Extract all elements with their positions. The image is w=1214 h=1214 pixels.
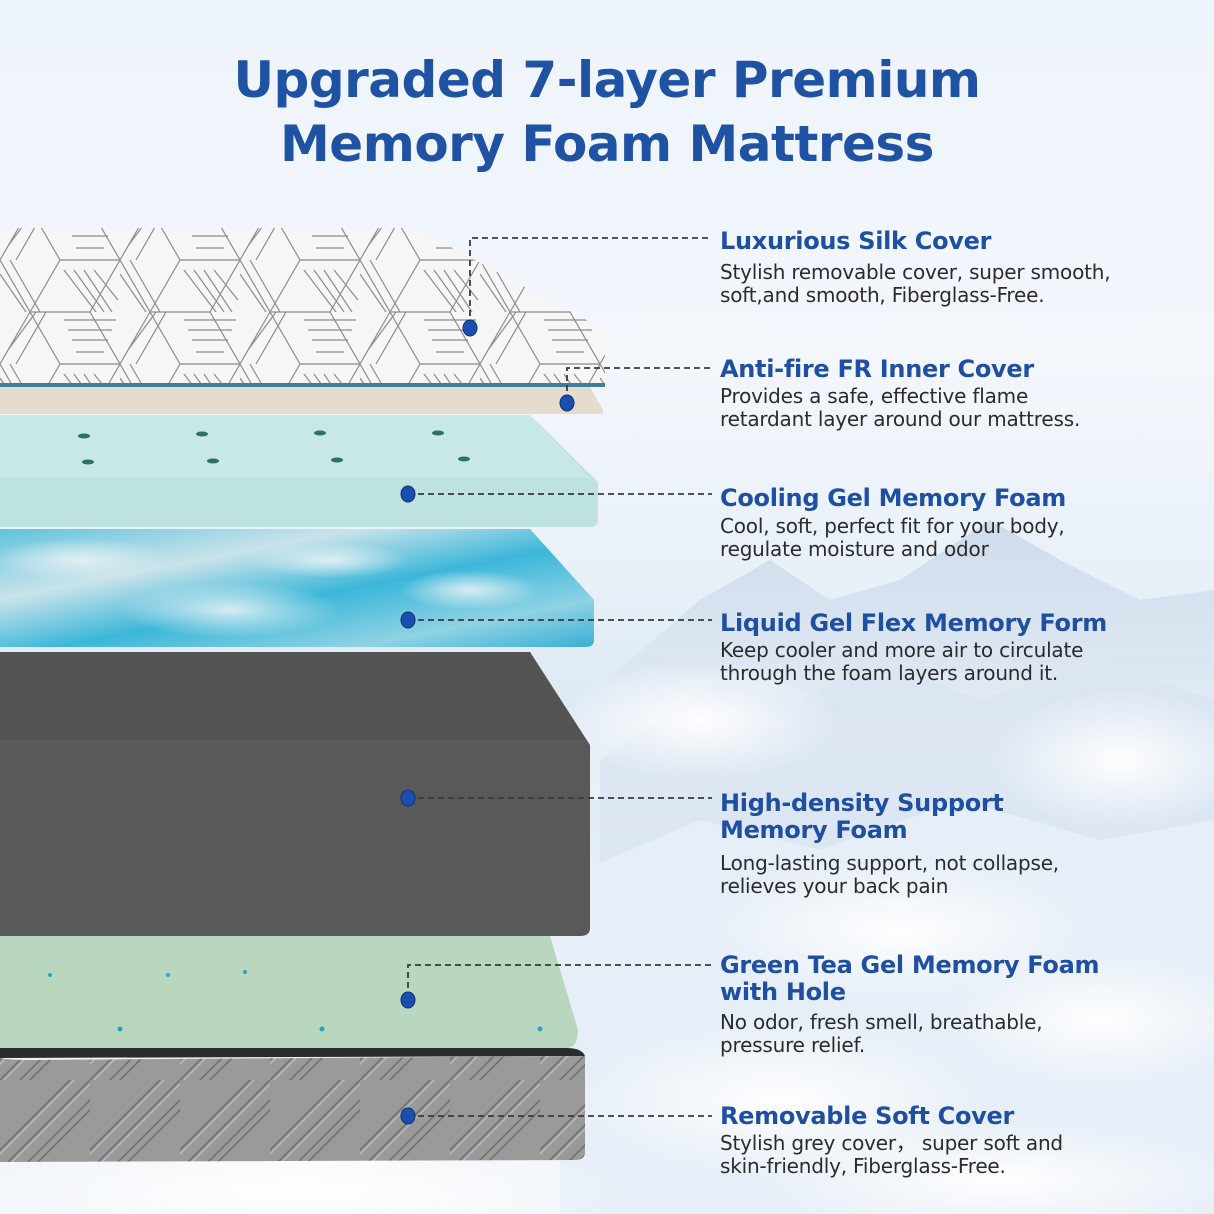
layer-heading: Anti-fire FR Inner Cover	[720, 355, 1034, 383]
title-line-2: Memory Foam Mattress	[280, 115, 934, 173]
label-fr-inner-cover: Anti-fire FR Inner Cover Provides a safe…	[720, 356, 1200, 431]
layer-description: No odor, fresh smell, breathable,pressur…	[720, 1010, 1043, 1057]
marker-dot-icon	[400, 1107, 416, 1125]
layer-heading: Liquid Gel Flex Memory Form	[720, 609, 1107, 637]
page-title: Upgraded 7-layer Premium Memory Foam Mat…	[0, 48, 1214, 176]
layer-green-tea-gel-foam	[0, 936, 578, 1048]
layer-fr-inner-cover	[0, 387, 603, 414]
layer-description: Long-lasting support, not collapse,relie…	[720, 851, 1059, 898]
layer-description: Cool, soft, perfect fit for your body,re…	[720, 514, 1065, 561]
label-silk-cover: Luxurious Silk Cover Stylish removable c…	[720, 228, 1200, 307]
label-cooling-gel-foam: Cooling Gel Memory Foam Cool, soft, perf…	[720, 485, 1200, 561]
label-liquid-gel-flex-foam: Liquid Gel Flex Memory Form Keep cooler …	[720, 610, 1200, 685]
marker-dot-icon	[400, 485, 416, 503]
layer-silk-cover	[0, 228, 605, 385]
connector-lines	[407, 237, 712, 1117]
marker-dot-icon	[462, 319, 478, 337]
layer-heading: Luxurious Silk Cover	[720, 227, 992, 255]
layer-heading: Cooling Gel Memory Foam	[720, 484, 1066, 512]
marker-dot-icon	[400, 991, 416, 1009]
title-line-1: Upgraded 7-layer Premium	[233, 51, 981, 109]
layer-removable-soft-cover	[0, 1056, 585, 1162]
marker-dot-icon	[400, 611, 416, 629]
marker-dot-icon	[400, 789, 416, 807]
marker-dot-icon	[559, 394, 575, 412]
label-removable-soft-cover: Removable Soft Cover Stylish grey cover，…	[720, 1103, 1200, 1178]
layer-heading: Removable Soft Cover	[720, 1102, 1015, 1130]
layer-description: Stylish removable cover, super smooth,so…	[720, 260, 1111, 307]
